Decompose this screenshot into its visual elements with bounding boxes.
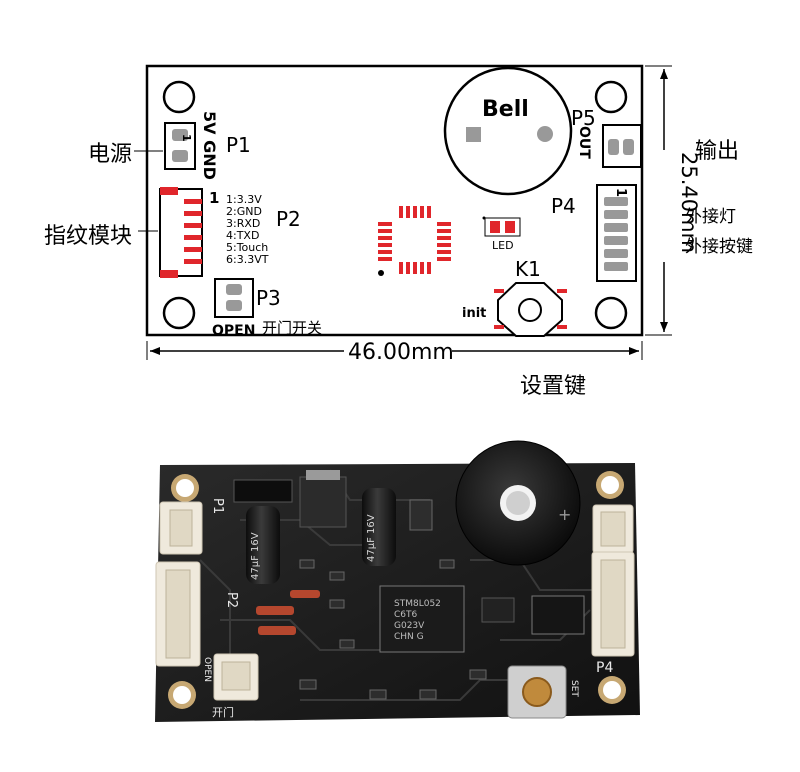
p2-pinout: 1:3.3V 2:GND 3:RXD 4:TXD 5:Touch 6:3.3VT	[226, 193, 269, 266]
photo-regulator	[299, 476, 347, 528]
init-label: init	[462, 306, 486, 321]
mount-hole-tr	[594, 80, 628, 114]
bell-pad-square	[466, 127, 481, 142]
svg-text:3:RXD: 3:RXD	[226, 217, 260, 230]
svg-text:5:Touch: 5:Touch	[226, 241, 268, 254]
p3-label: P3	[256, 286, 281, 310]
mcu-pin1-dot	[378, 270, 384, 276]
p1-pin-label: 1	[180, 134, 193, 142]
photo-cap-right	[362, 488, 396, 566]
p5-out-label: OUT	[576, 126, 592, 159]
photo-set-button[interactable]	[522, 677, 552, 707]
svg-text:1:3.3V: 1:3.3V	[226, 193, 262, 206]
p2-pin-label: 1	[209, 189, 219, 207]
photo-p4-label: P4	[596, 660, 613, 676]
mount-hole-bl	[162, 296, 196, 330]
external-button-label: 外接按键	[685, 237, 753, 257]
photo-diodes	[256, 590, 320, 635]
width-dimension: 46.00mm	[348, 340, 454, 365]
bell-pad-round	[537, 126, 553, 142]
p2-pins	[184, 199, 202, 264]
photo-smd-parts	[299, 499, 487, 700]
p5-label: P5	[571, 106, 596, 130]
door-switch-label: 开门开关	[262, 319, 322, 337]
settings-key-label: 设置键	[520, 374, 586, 399]
p1-label: P1	[226, 133, 251, 157]
photo-small-chip	[531, 595, 585, 635]
photo-door-label: 开门	[212, 705, 234, 719]
mount-hole-br	[594, 296, 628, 330]
p4-pin-label: 1	[613, 188, 628, 197]
p4-pins	[604, 197, 628, 271]
photo-mount-holes	[168, 471, 626, 709]
pcb-diagram: 1 5V GND P1 1 1:3.3V 2:GND 3:RXD 4:TXD 5…	[44, 64, 753, 399]
height-dimension: 25.40mm	[677, 152, 701, 253]
bell-label: Bell	[482, 97, 529, 122]
led-label: LED	[492, 239, 514, 252]
photo-mcu-label: STM8L052 C6T6 G023V CHN G	[394, 599, 444, 642]
photo-p1-label: P1	[210, 498, 225, 514]
photo-cap-left	[246, 506, 280, 584]
p2-label: P2	[276, 207, 301, 231]
photo-set-label: SET	[569, 680, 579, 697]
bell-outline	[443, 66, 573, 196]
photo-cap-right-label: 47μF 16V	[366, 514, 377, 562]
fingerprint-module-label: 指纹模块	[44, 224, 132, 249]
photo-open-label: OPEN	[202, 657, 212, 682]
svg-text:+: +	[558, 505, 571, 524]
external-light-label: 外接灯	[685, 207, 736, 227]
p3-open-label: OPEN	[212, 323, 255, 339]
photo-p2-label: P2	[224, 592, 239, 608]
p4-label: P4	[551, 194, 576, 218]
mcu-footprint	[378, 206, 451, 274]
svg-text:4:TXD: 4:TXD	[226, 229, 259, 242]
pcb-photo: P1 P2 OPEN 开门 47μF 16V 47μF 16V STM8L052…	[155, 440, 640, 722]
photo-mcu-chip	[379, 585, 465, 653]
mount-hole-tl	[162, 80, 196, 114]
svg-text:6:3.3VT: 6:3.3VT	[226, 253, 269, 266]
photo-cap-left-label: 47μF 16V	[250, 532, 261, 580]
power-label: 电源	[88, 142, 132, 167]
k1-button-center	[518, 298, 542, 322]
k1-label: K1	[515, 257, 541, 281]
p1-pins-label: 5V GND	[200, 111, 219, 180]
svg-text:2:GND: 2:GND	[226, 205, 262, 218]
output-label: 输出	[695, 139, 739, 164]
